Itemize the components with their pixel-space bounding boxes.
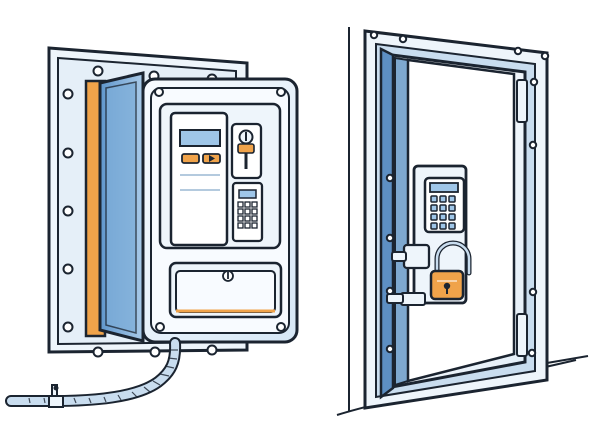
door-bolt-bar bbox=[402, 243, 431, 270]
door-frame-bolts bbox=[369, 30, 550, 358]
keypad-icon bbox=[237, 201, 258, 229]
door-keypad-icon bbox=[430, 195, 456, 230]
display-icon bbox=[429, 182, 459, 193]
display-screen bbox=[179, 129, 221, 147]
cable-ribs bbox=[28, 349, 178, 404]
orange-button-left bbox=[181, 153, 200, 164]
door-hinges bbox=[516, 79, 528, 357]
meter-indicator bbox=[237, 143, 255, 154]
wall-mounted-panel bbox=[5, 46, 299, 408]
security-door bbox=[336, 27, 589, 416]
